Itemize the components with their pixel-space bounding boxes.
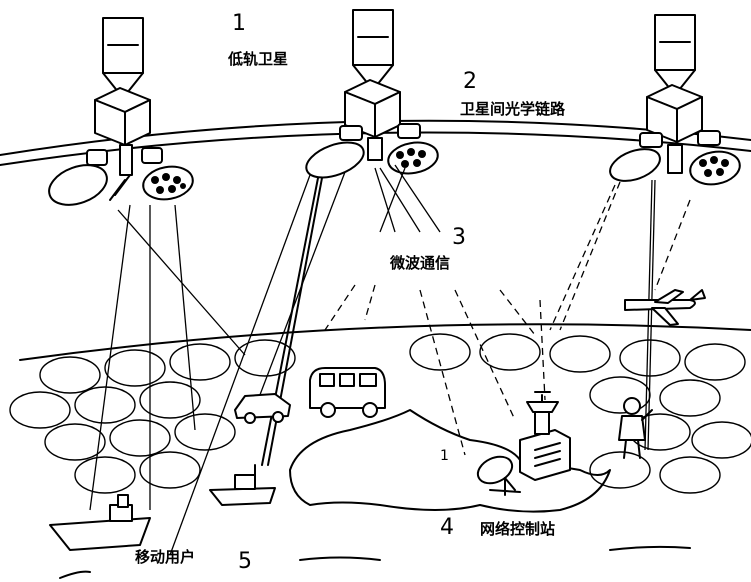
coverage-cells — [9, 333, 751, 494]
land-outline — [289, 409, 611, 513]
car-icon — [234, 393, 291, 424]
ground-dish-icon — [476, 455, 521, 496]
small-boat-icon — [209, 464, 276, 506]
ground-mark: 1 — [440, 448, 449, 464]
label-5-number: 5 — [238, 549, 252, 574]
ground-line-right — [609, 545, 691, 551]
label-microwave: 微波通信 — [389, 254, 450, 272]
label-optical-link: 卫星间光学链路 — [460, 100, 566, 118]
label-4-number: 4 — [440, 515, 454, 540]
ground-line-left — [59, 570, 91, 579]
label-mobile-user: 移动用户 — [135, 548, 195, 566]
label-leo-satellite: 低轨卫星 — [227, 50, 288, 68]
earth-horizon — [19, 323, 751, 361]
satellite-right — [609, 14, 741, 186]
label-1-number: 1 — [232, 11, 246, 36]
microwave-beams — [89, 164, 691, 556]
label-3-number: 3 — [452, 225, 466, 250]
label-control-station: 网络控制站 — [480, 520, 555, 538]
satellite-middle — [305, 9, 439, 179]
airplane-icon — [624, 289, 706, 326]
control-station-icon — [519, 391, 571, 481]
label-2-number: 2 — [463, 69, 477, 94]
satellite-left — [48, 17, 194, 206]
ship-icon — [49, 494, 151, 551]
person-icon — [618, 397, 653, 459]
ground-line-mid — [299, 556, 381, 561]
van-icon — [309, 367, 386, 418]
